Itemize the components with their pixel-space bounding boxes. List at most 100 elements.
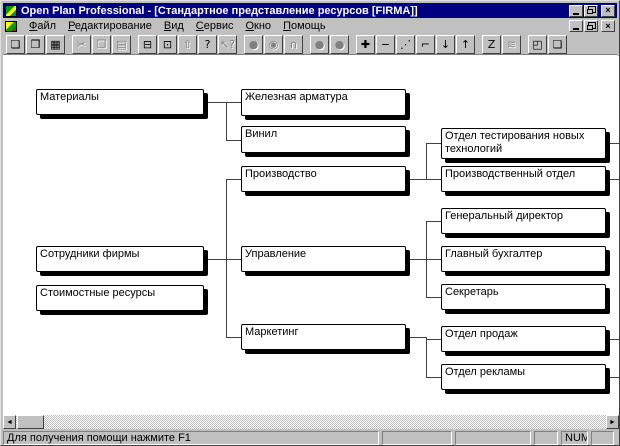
paste-button[interactable]: ▤ xyxy=(112,34,131,54)
resource-tree-canvas: Материалы Железная арматура Винил Произв… xyxy=(3,56,619,415)
connector-line xyxy=(426,339,441,340)
menu-edit[interactable]: Редактирование xyxy=(68,19,152,32)
scrollbar-thumb[interactable] xyxy=(17,415,44,429)
scroll-right-button[interactable]: ► xyxy=(606,415,619,429)
scroll-right-icon: ► xyxy=(609,418,616,426)
tree-node-production-department[interactable]: Производственный отдел xyxy=(441,166,606,192)
question-mark-icon: ? xyxy=(204,37,211,51)
app-icon[interactable] xyxy=(5,4,17,17)
floppy-disk-icon: ▦ xyxy=(50,37,61,51)
up-arrow-icon: ⇧ xyxy=(182,37,193,51)
menu-view[interactable]: Вид xyxy=(163,19,184,32)
close-button[interactable]: × xyxy=(601,4,615,17)
tree-node-testing-department[interactable]: Отдел тестирования новых технологий xyxy=(441,128,606,159)
step-button[interactable]: ⌐ xyxy=(416,34,435,54)
tile-windows-icon: ◰ xyxy=(532,37,543,51)
tree-node-materials[interactable]: Материалы xyxy=(36,89,204,115)
tree-node-label: Материалы xyxy=(40,91,99,103)
tree-node-advertising-department[interactable]: Отдел рекламы xyxy=(441,364,606,390)
menu-window[interactable]: Окно xyxy=(245,19,272,32)
script-button[interactable]: ≋ xyxy=(502,34,521,54)
help-button[interactable]: ? xyxy=(198,34,217,54)
copy-button[interactable]: ❐ xyxy=(92,34,111,54)
tile-windows-button[interactable]: ◰ xyxy=(528,34,547,54)
tree-node-management[interactable]: Управление xyxy=(241,246,406,272)
node-fill-2-button[interactable]: ● xyxy=(330,34,349,54)
dots-icon: ⋰ xyxy=(400,37,411,51)
connector-line xyxy=(226,140,241,141)
menu-file[interactable]: Файл xyxy=(29,19,57,32)
minus-icon: − xyxy=(380,37,391,51)
tree-node-label: Отдел тестирования новых технологий xyxy=(445,130,585,155)
move-up-button[interactable]: ↑ xyxy=(456,34,475,54)
connector-line xyxy=(226,337,241,338)
cascade-windows-icon: ❏ xyxy=(552,37,563,51)
tree-node-cost-resources[interactable]: Стоимостные ресурсы xyxy=(36,285,204,311)
node-fill-1-button[interactable]: ● xyxy=(310,34,329,54)
restore-button[interactable] xyxy=(584,4,598,17)
scroll-left-button[interactable]: ◄ xyxy=(3,415,16,429)
horizontal-scrollbar[interactable]: ◄ ► xyxy=(3,415,619,429)
menu-service[interactable]: Сервис xyxy=(195,19,234,32)
num-lock-indicator: NUM xyxy=(561,431,588,445)
mdi-restore-button[interactable] xyxy=(584,20,598,32)
close-icon: × xyxy=(605,5,611,15)
remove-button[interactable]: − xyxy=(376,34,395,54)
import-button[interactable]: ⇧ xyxy=(178,34,197,54)
print-button[interactable]: ⊟ xyxy=(138,34,157,54)
preview-icon: ⊡ xyxy=(162,37,173,51)
node-query-button[interactable]: ◉ xyxy=(264,34,283,54)
menu-help[interactable]: Помощь xyxy=(283,19,326,32)
tree-node-label: Производственный отдел xyxy=(445,168,576,180)
tree-node-label: Главный бухгалтер xyxy=(445,248,543,260)
print-preview-button[interactable]: ⊡ xyxy=(158,34,177,54)
tree-node-iron-fittings[interactable]: Железная арматура xyxy=(241,89,406,116)
connector-line xyxy=(226,179,227,338)
cut-button[interactable]: ✂ xyxy=(72,34,91,54)
tree-node-sales-department[interactable]: Отдел продаж xyxy=(441,326,606,352)
window-title: Open Plan Professional - [Стандартное пр… xyxy=(21,4,418,17)
connector-line xyxy=(426,297,441,298)
tree-node-employees[interactable]: Сотрудники фирмы xyxy=(36,246,204,272)
connector-line xyxy=(426,221,441,222)
open-button[interactable]: ❒ xyxy=(26,34,45,54)
tree-node-vinyl[interactable]: Винил xyxy=(241,126,406,153)
link-button[interactable]: ⋰ xyxy=(396,34,415,54)
document-icon[interactable] xyxy=(5,20,17,32)
connector-line xyxy=(426,143,441,144)
circle-icon: ● xyxy=(314,37,325,51)
connector-line xyxy=(426,221,427,298)
toolbar: ❏ ❒ ▦ ✂ ❐ ▤ ⊟ ⊡ ⇧ ? ↖? ● ◉ ∩ ● ● ✚ − ⋰ ⌐… xyxy=(3,34,617,55)
status-panel xyxy=(455,431,531,445)
mdi-minimize-button[interactable] xyxy=(569,20,583,32)
context-help-button[interactable]: ↖? xyxy=(218,34,237,54)
plus-icon: ✚ xyxy=(360,37,371,51)
save-button[interactable]: ▦ xyxy=(46,34,65,54)
zigzag-button[interactable]: Z xyxy=(482,34,501,54)
circle-icon: ● xyxy=(334,37,345,51)
move-down-button[interactable]: ↓ xyxy=(436,34,455,54)
circle-icon: ● xyxy=(248,37,259,51)
down-arrow-icon: ↓ xyxy=(440,37,451,51)
new-button[interactable]: ❏ xyxy=(6,34,25,54)
cascade-windows-button[interactable]: ❏ xyxy=(548,34,567,54)
printer-icon: ⊟ xyxy=(142,37,153,51)
tree-node-chief-accountant[interactable]: Главный бухгалтер xyxy=(441,246,606,272)
status-message: Для получения помощи нажмите F1 xyxy=(3,431,379,445)
tree-node-label: Отдел продаж xyxy=(445,328,518,340)
node-circle-button[interactable]: ● xyxy=(244,34,263,54)
cursor-help-icon: ↖? xyxy=(219,37,236,51)
tree-node-general-director[interactable]: Генеральный директор xyxy=(441,208,606,234)
tree-node-secretary[interactable]: Секретарь xyxy=(441,284,606,310)
add-button[interactable]: ✚ xyxy=(356,34,375,54)
node-arch-button[interactable]: ∩ xyxy=(284,34,303,54)
tree-node-marketing[interactable]: Маркетинг xyxy=(241,324,406,350)
arch-icon: ∩ xyxy=(289,37,298,51)
tree-node-label: Отдел рекламы xyxy=(445,366,526,378)
tree-node-label: Производство xyxy=(245,168,317,180)
up-arrow-icon: ↑ xyxy=(460,37,471,51)
mdi-close-button[interactable]: × xyxy=(601,20,615,32)
minimize-button[interactable] xyxy=(569,4,583,17)
tree-node-production[interactable]: Производство xyxy=(241,166,406,192)
status-panel xyxy=(382,431,452,445)
